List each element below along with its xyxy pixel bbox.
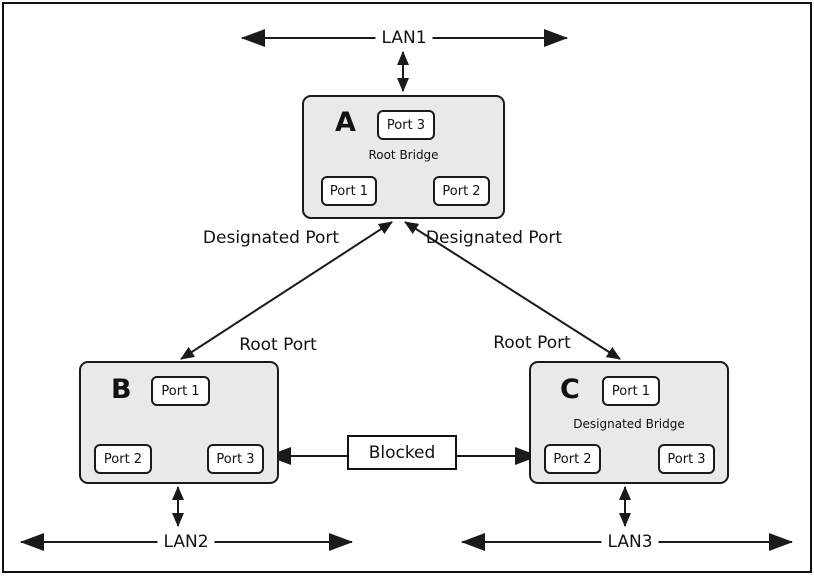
bridge-a-port-1: Port 1 — [321, 176, 377, 206]
designated-port-label-right: Designated Port — [425, 228, 563, 248]
bridge-c-role: Designated Bridge — [573, 417, 685, 431]
bridge-b-port-1: Port 1 — [151, 376, 210, 406]
root-port-label-left: Root Port — [239, 335, 317, 355]
bridge-b-port-2: Port 2 — [94, 444, 152, 474]
bridge-b: B Port 1 Port 2 Port 3 — [79, 361, 279, 484]
designated-port-label-left: Designated Port — [202, 228, 340, 248]
bridge-a-role: Root Bridge — [368, 148, 439, 162]
lan3-label: LAN3 — [601, 532, 659, 552]
lan2-label: LAN2 — [157, 532, 215, 552]
diagram-border — [2, 2, 812, 573]
bridge-c-port-3: Port 3 — [658, 444, 715, 474]
bridge-a-port-2: Port 2 — [433, 176, 490, 206]
bridge-c-letter: C — [560, 374, 580, 405]
bridge-c: C Port 1 Designated Bridge Port 2 Port 3 — [529, 361, 729, 484]
blocked-link-box: Blocked — [347, 435, 457, 470]
bridge-a-to-bridge-b-arrow — [180, 221, 393, 360]
lan1-label: LAN1 — [375, 28, 433, 48]
bridge-a: A Port 3 Root Bridge Port 1 Port 2 — [302, 95, 505, 219]
bridge-c-port-1: Port 1 — [602, 376, 660, 406]
bridge-a-letter: A — [335, 107, 356, 138]
bridge-b-port-3: Port 3 — [207, 444, 264, 474]
bridge-a-to-bridge-c-arrow — [404, 221, 621, 360]
bridge-a-port-3: Port 3 — [377, 110, 435, 140]
bridge-b-letter: B — [111, 374, 132, 405]
bridge-c-port-2: Port 2 — [544, 444, 601, 474]
root-port-label-right: Root Port — [493, 333, 571, 353]
